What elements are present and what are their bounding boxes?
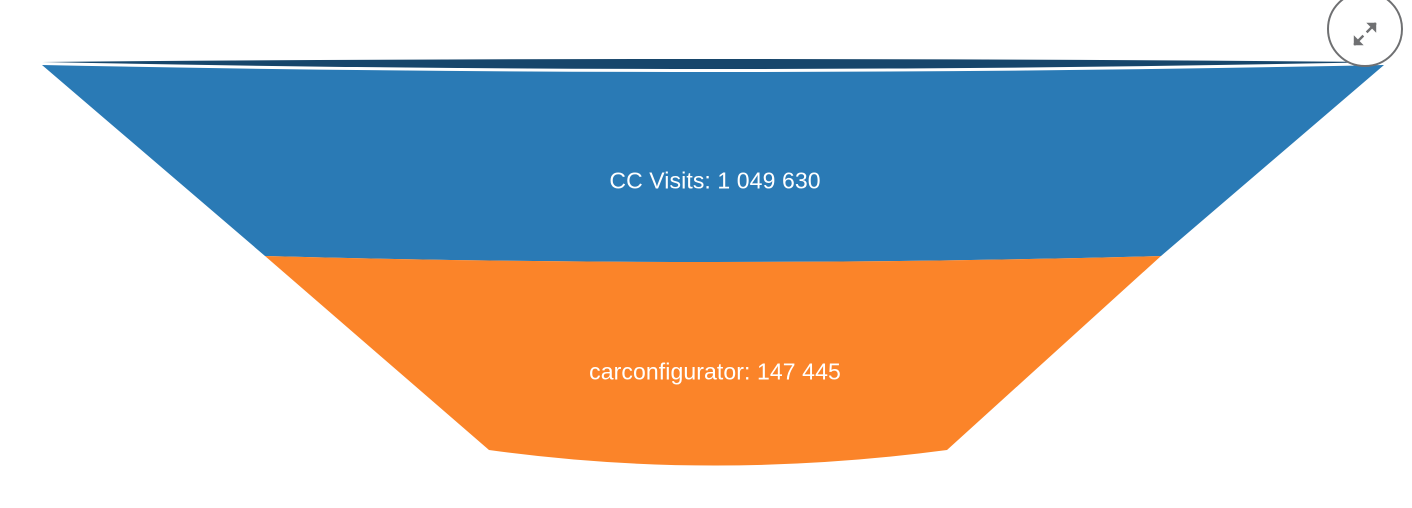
funnel-segment-carconfigurator[interactable]	[265, 256, 1161, 466]
funnel-top-rim	[42, 59, 1384, 69]
expand-arrows-icon	[1351, 10, 1379, 48]
expand-button[interactable]	[1327, 0, 1403, 67]
funnel-segment-cc-visits[interactable]	[42, 65, 1384, 262]
